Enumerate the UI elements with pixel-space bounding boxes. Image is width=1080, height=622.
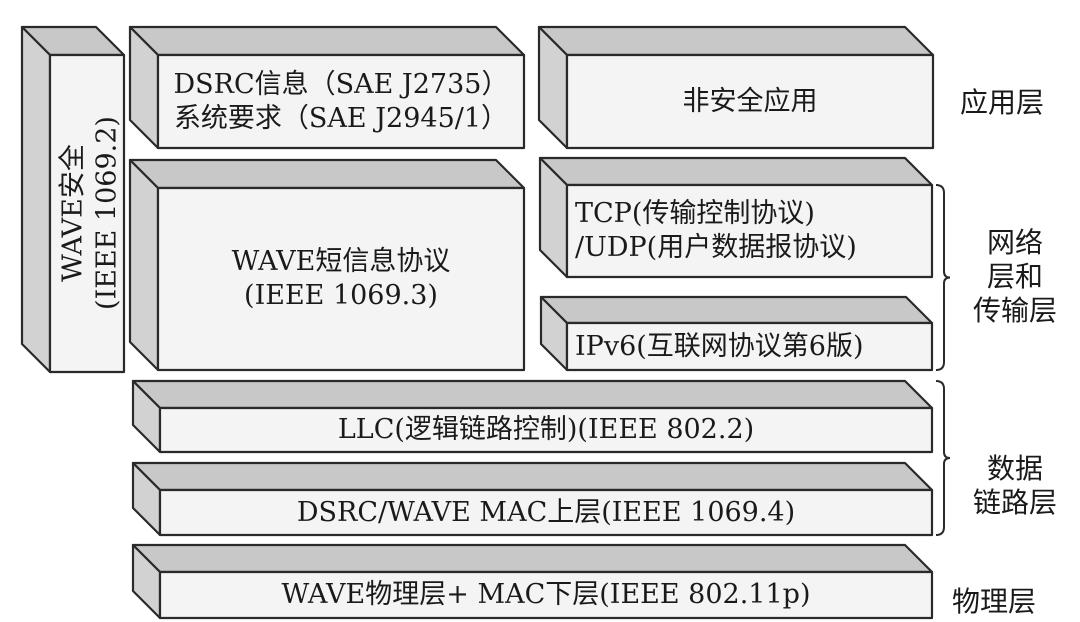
block-mac-upper: DSRC/WAVE MAC上层(IEEE 1069.4) (160, 490, 932, 535)
layer-label-line: 数据 (986, 452, 1043, 485)
block-wave-short-message-protocol: WAVE短信息协议 (IEEE 1069.3) (158, 188, 524, 370)
block-label: LLC(逻辑链路控制)(IEEE 802.2) (337, 414, 755, 445)
security-box-front-face (48, 53, 126, 374)
block-label: (IEEE 1069.3) (244, 280, 438, 311)
mac-upper-box-front-face (158, 488, 934, 537)
llc-box-top-face (131, 379, 934, 410)
layer-label-line: 层和 (986, 260, 1043, 293)
block-label: DSRC/WAVE MAC上层(IEEE 1069.4) (296, 496, 796, 528)
block-label: TCP(传输控制协议) (575, 198, 815, 229)
block-label: IPv6(互联网协议第6版) (575, 330, 864, 362)
phy-box-front-face (158, 570, 934, 620)
non-safety-box-top-face (537, 25, 935, 57)
layer-label-line: 传输层 (972, 294, 1057, 327)
layer-label-line: 网络 (986, 226, 1043, 259)
block-label: (IEEE 1069.2) (91, 116, 123, 310)
block-label: DSRC信息（SAE J2735） (173, 68, 509, 100)
block-ipv6: IPv6(互联网协议第6版) (567, 323, 933, 370)
block-dsrc-message: DSRC信息（SAE J2735） 系统要求（SAE J2945/1） (158, 55, 524, 148)
layer-label-physical: 物理层 (951, 585, 1036, 618)
block-label: WAVE短信息协议 (231, 246, 451, 277)
ipv6-box-front-face (565, 321, 934, 372)
security-box-side-face (20, 25, 52, 374)
non-safety-box-front-face (565, 53, 935, 150)
data-link-brace (935, 380, 951, 536)
block-label: 非安全应用 (682, 85, 818, 117)
tcp-udp-box-front-face (565, 183, 934, 279)
block-label: WAVE物理层+ MAC下层(IEEE 802.11p) (281, 579, 811, 610)
ipv6-box-top-face (539, 295, 934, 325)
dsrc-message-box-front-face (156, 53, 526, 150)
network-transport-brace (935, 184, 951, 371)
llc-box-front-face (158, 406, 934, 454)
block-tcp-udp: TCP(传输控制协议) /UDP(用户数据报协议) (567, 185, 933, 277)
block-non-safety-apps: 非安全应用 (567, 55, 933, 148)
phy-box-top-face (131, 543, 934, 574)
block-phy: WAVE物理层+ MAC下层(IEEE 802.11p) (160, 572, 932, 618)
wsmp-box-top-face (128, 158, 526, 190)
block-label: WAVE安全 (57, 144, 89, 282)
layer-label-network-transport: 网络 层和 传输层 (960, 226, 1070, 328)
layer-label-data-link: 数据 链路层 (960, 452, 1070, 520)
tcp-udp-box-top-face (538, 156, 934, 187)
block-label: 系统要求（SAE J2945/1） (173, 102, 509, 134)
mac-upper-box-top-face (131, 461, 934, 492)
wsmp-box-side-face (128, 158, 160, 372)
layer-label-line: 链路层 (972, 486, 1057, 519)
layer-label-application: 应用层 (959, 86, 1044, 119)
dsrc-message-box-top-face (128, 25, 526, 57)
block-llc: LLC(逻辑链路控制)(IEEE 802.2) (160, 408, 932, 452)
block-label: /UDP(用户数据报协议) (575, 232, 857, 263)
wsmp-box-front-face (156, 186, 526, 372)
block-wave-security: WAVE安全 (IEEE 1069.2) (57, 55, 123, 372)
